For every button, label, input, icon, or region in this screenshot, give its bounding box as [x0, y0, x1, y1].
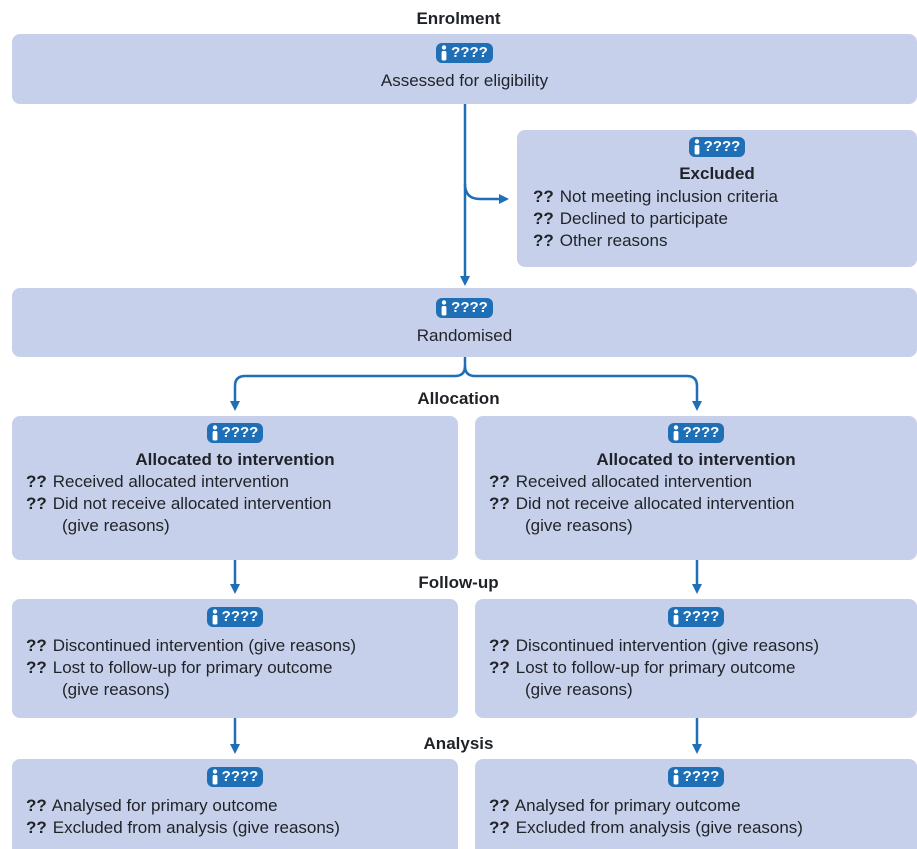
count-value: ???? — [682, 424, 720, 441]
person-icon — [694, 139, 700, 155]
analysis-box-right: ???? ?? Analysed for primary outcome ?? … — [475, 759, 917, 849]
list-item: ?? Other reasons — [533, 231, 668, 250]
count-badge: ???? — [667, 607, 725, 627]
section-analysis: Analysis — [423, 734, 494, 753]
person-icon — [212, 769, 218, 785]
arrow-split-right — [463, 365, 702, 411]
person-icon — [673, 609, 679, 625]
assessed-box: ???? Assessed for eligibility — [12, 34, 917, 104]
randomised-box: ???? Randomised — [12, 288, 917, 357]
arrow-to-excluded — [463, 183, 509, 204]
list-item: ?? Received allocated intervention — [26, 472, 289, 491]
person-icon — [673, 425, 679, 441]
person-icon — [212, 425, 218, 441]
count-value: ???? — [221, 608, 259, 625]
person-icon — [673, 769, 679, 785]
randomised-label: Randomised — [416, 326, 513, 345]
list-item: ?? Excluded from analysis (give reasons) — [489, 818, 803, 837]
list-item: ?? Analysed for primary outcome — [26, 796, 278, 815]
section-allocation: Allocation — [417, 389, 500, 408]
list-item: ?? Excluded from analysis (give reasons) — [26, 818, 340, 837]
list-item-note: (give reasons) — [62, 680, 170, 699]
analysis-box-left: ???? ?? Analysed for primary outcome ?? … — [12, 759, 458, 849]
list-item-note: (give reasons) — [62, 516, 170, 535]
count-value: ???? — [221, 768, 259, 785]
followup-box-left: ???? ?? Discontinued intervention (give … — [12, 599, 458, 718]
list-item: ?? Did not receive allocated interventio… — [26, 494, 332, 513]
list-item: ?? Discontinued intervention (give reaso… — [489, 636, 820, 655]
count-badge: ???? — [667, 423, 725, 443]
list-item: ?? Declined to participate — [533, 209, 728, 228]
count-badge: ???? — [688, 137, 746, 157]
excluded-title: Excluded — [679, 164, 755, 183]
allocation-box-left: ???? Allocated to intervention ?? Receiv… — [12, 416, 458, 560]
count-badge: ???? — [436, 298, 493, 318]
count-badge: ???? — [436, 43, 493, 63]
assessed-label: Assessed for eligibility — [380, 71, 549, 90]
list-item-note: (give reasons) — [525, 680, 633, 699]
allocation-box-right: ???? Allocated to intervention ?? Receiv… — [475, 416, 917, 560]
count-badge: ???? — [206, 767, 264, 787]
list-item: ?? Discontinued intervention (give reaso… — [26, 636, 357, 655]
list-item: ?? Lost to follow-up for primary outcome — [26, 658, 333, 677]
allocation-title: Allocated to intervention — [596, 450, 796, 469]
list-item: ?? Not meeting inclusion criteria — [533, 187, 778, 206]
section-enrolment: Enrolment — [416, 9, 501, 28]
count-value: ???? — [703, 138, 741, 155]
section-follow-up: Follow-up — [418, 573, 499, 592]
count-badge: ???? — [206, 607, 264, 627]
count-badge: ???? — [206, 423, 264, 443]
list-item: ?? Analysed for primary outcome — [489, 796, 741, 815]
person-icon — [212, 609, 218, 625]
list-item: ?? Received allocated intervention — [489, 472, 752, 491]
count-value: ???? — [682, 768, 720, 785]
person-icon — [441, 300, 447, 316]
excluded-box: ???? Excluded ?? Not meeting inclusion c… — [517, 130, 917, 267]
count-badge: ???? — [667, 767, 725, 787]
count-value: ???? — [221, 424, 259, 441]
count-value: ???? — [451, 44, 488, 61]
count-value: ???? — [451, 299, 488, 316]
list-item: ?? Did not receive allocated interventio… — [489, 494, 795, 513]
person-icon — [441, 45, 447, 61]
allocation-title: Allocated to intervention — [135, 450, 335, 469]
count-value: ???? — [682, 608, 720, 625]
list-item-note: (give reasons) — [525, 516, 633, 535]
list-item: ?? Lost to follow-up for primary outcome — [489, 658, 796, 677]
followup-box-right: ???? ?? Discontinued intervention (give … — [475, 599, 917, 718]
